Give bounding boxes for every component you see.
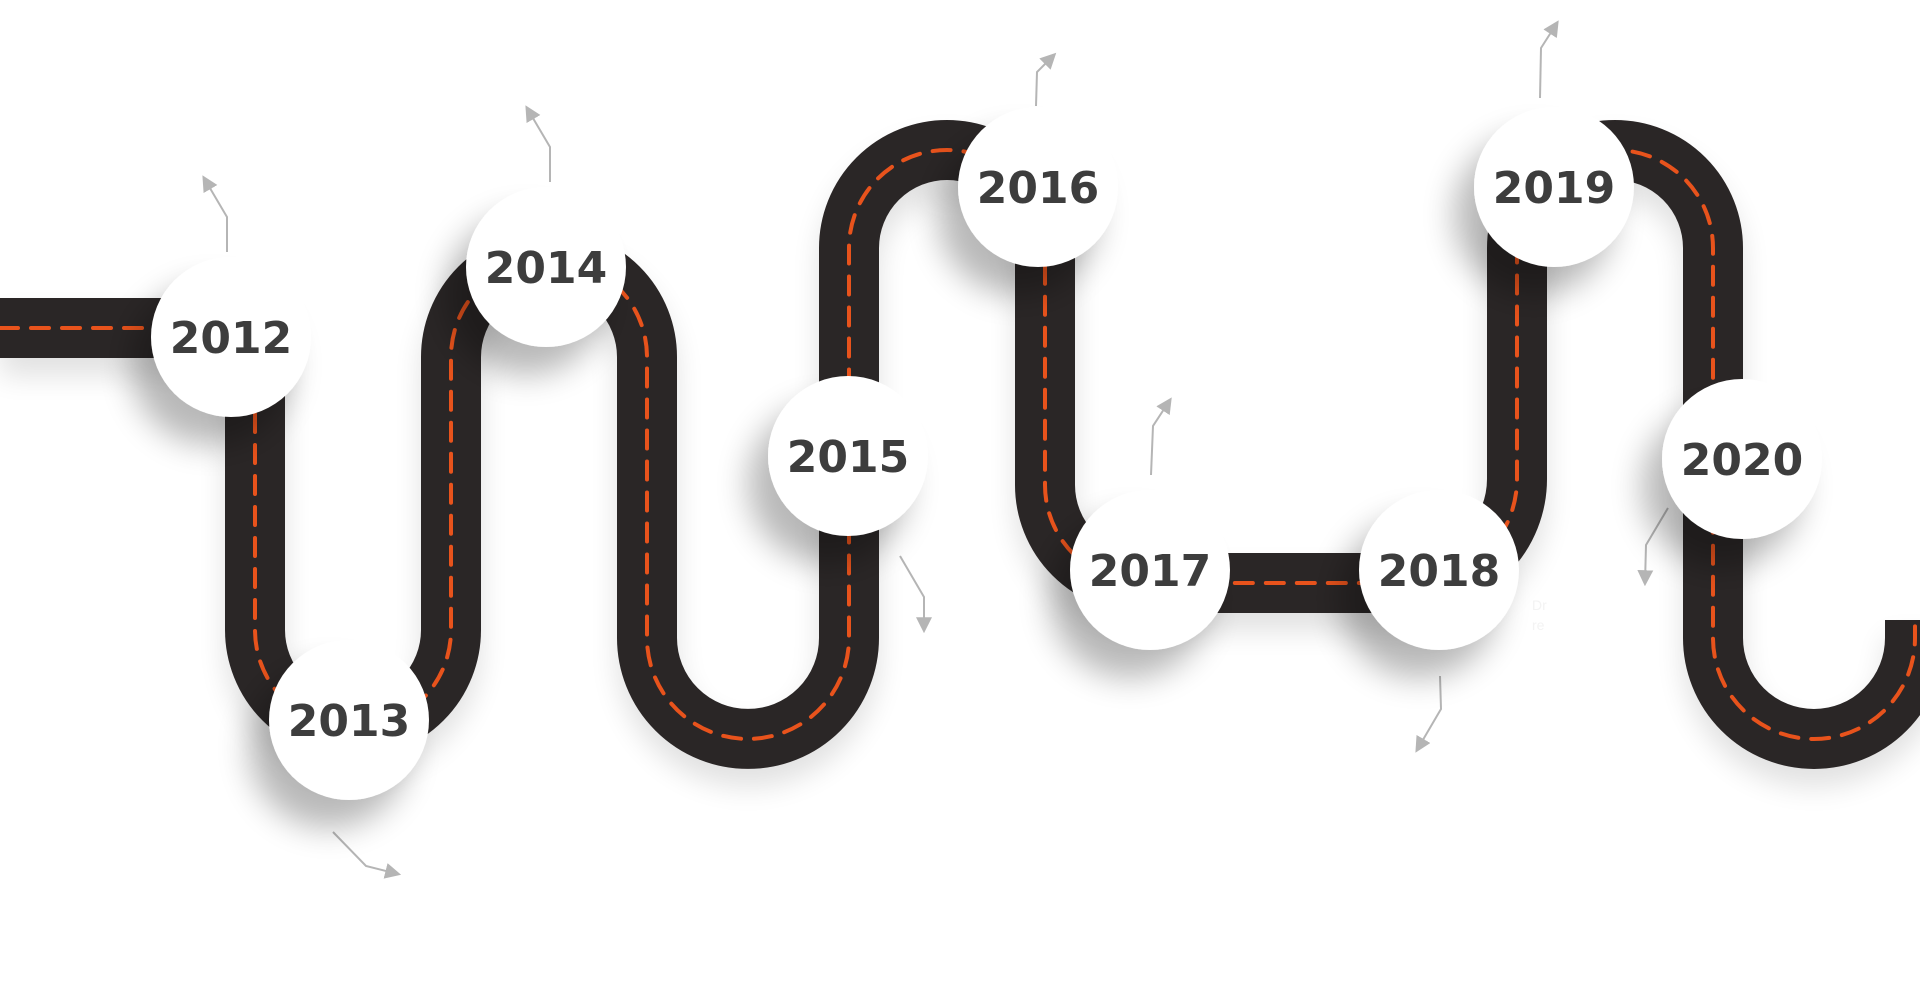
milestone-2020: 2020 — [1662, 379, 1822, 539]
milestone-year-label: 2014 — [485, 243, 607, 294]
pointer-arrow-9 — [1637, 507, 1669, 587]
milestone-year-label: 2018 — [1378, 546, 1500, 597]
faint-caption-line: re — [1532, 617, 1545, 633]
pointer-arrow-3 — [525, 105, 551, 182]
milestone-badges: 2012 2013 2014 2015 2016 2017 2018 2019 2020 — [151, 107, 1822, 800]
milestone-year-label: 2020 — [1681, 435, 1803, 486]
milestone-badge-circle — [151, 257, 311, 417]
milestone-year-label: 2015 — [787, 432, 909, 483]
pointer-arrow-6 — [1150, 397, 1172, 476]
milestone-badge-circle — [1474, 107, 1634, 267]
milestone-2016: 2016 — [958, 107, 1118, 267]
milestone-year-label: 2019 — [1493, 163, 1615, 214]
road-surface — [0, 120, 1920, 769]
road-path-group — [0, 120, 1920, 769]
milestone-2017: 2017 — [1070, 490, 1230, 650]
faint-caption-line: Dr — [1532, 597, 1547, 613]
milestone-badge-circle — [466, 187, 626, 347]
milestone-badge-circle — [1662, 379, 1822, 539]
milestone-2015: 2015 — [768, 376, 928, 536]
pointer-arrow-1 — [202, 175, 228, 252]
milestone-2013: 2013 — [269, 640, 429, 800]
milestone-2012: 2012 — [151, 257, 311, 417]
milestone-badge-circle — [768, 376, 928, 536]
pointer-arrow-5 — [1035, 52, 1057, 107]
pointer-arrow-8 — [1539, 20, 1559, 99]
milestone-year-label: 2017 — [1089, 546, 1211, 597]
pointer-arrow-4 — [899, 555, 932, 634]
pointer-arrow-2 — [332, 831, 402, 879]
milestone-badge-circle — [958, 107, 1118, 267]
milestone-2014: 2014 — [466, 187, 626, 347]
milestone-badge-circle — [1070, 490, 1230, 650]
faint-caption: Dr re — [1532, 597, 1547, 633]
road-center-dashes — [0, 148, 1917, 741]
milestone-2018: 2018 — [1359, 490, 1519, 650]
milestone-2019: 2019 — [1474, 107, 1634, 267]
milestone-year-label: 2016 — [977, 163, 1099, 214]
milestone-badge-circle — [1359, 490, 1519, 650]
milestone-badge-circle — [269, 640, 429, 800]
milestone-year-label: 2013 — [288, 696, 410, 747]
milestone-year-label: 2012 — [170, 313, 292, 364]
pointer-arrow-7 — [1415, 675, 1443, 753]
pointer-arrows — [202, 20, 1669, 879]
